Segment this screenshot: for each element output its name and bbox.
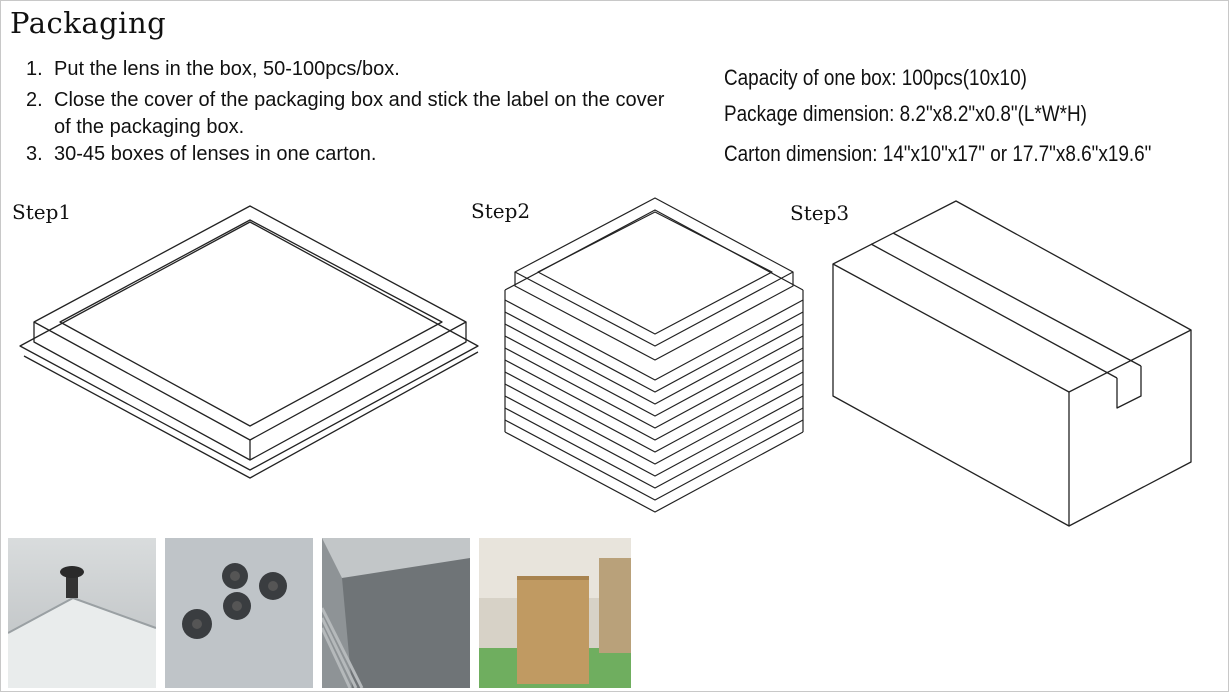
step1-label: Step1 (12, 200, 72, 224)
instruction-number: 2. (26, 89, 43, 111)
instruction-text: Close the cover of the packaging box and… (54, 89, 665, 138)
instruction-text: 30-45 boxes of lenses in one carton. (54, 143, 377, 165)
lenses-in-tray-photo (165, 538, 313, 688)
instruction-item: 2. Close the cover of the packaging box a… (26, 87, 686, 141)
instruction-number: 3. (26, 143, 43, 165)
instruction-list: 1. Put the lens in the box, 50-100pcs/box… (26, 56, 686, 168)
step3-label: Step3 (790, 201, 850, 225)
instruction-number: 1. (26, 58, 43, 80)
instruction-item: 3. 30-45 boxes of lenses in one carton. (26, 141, 686, 168)
lens-on-tray-photo (8, 538, 156, 688)
instruction-item: 1. Put the lens in the box, 50-100pcs/box… (26, 56, 686, 83)
instruction-text: Put the lens in the box, 50-100pcs/box. (54, 58, 400, 80)
step2-label: Step2 (471, 199, 531, 223)
carton-dimension-spec: Carton dimension: 14"x10"x17" or 17.7"x8… (724, 141, 1152, 166)
page-title: Packaging (10, 6, 167, 40)
carton-box-photo (479, 538, 631, 688)
spec-block: Capacity of one box: 100pcs(10x10) Packa… (724, 62, 1151, 174)
capacity-spec: Capacity of one box: 100pcs(10x10) (724, 65, 1027, 90)
package-dimension-spec: Package dimension: 8.2"x8.2"x0.8"(L*W*H) (724, 101, 1087, 126)
stacked-trays-photo (322, 538, 470, 688)
